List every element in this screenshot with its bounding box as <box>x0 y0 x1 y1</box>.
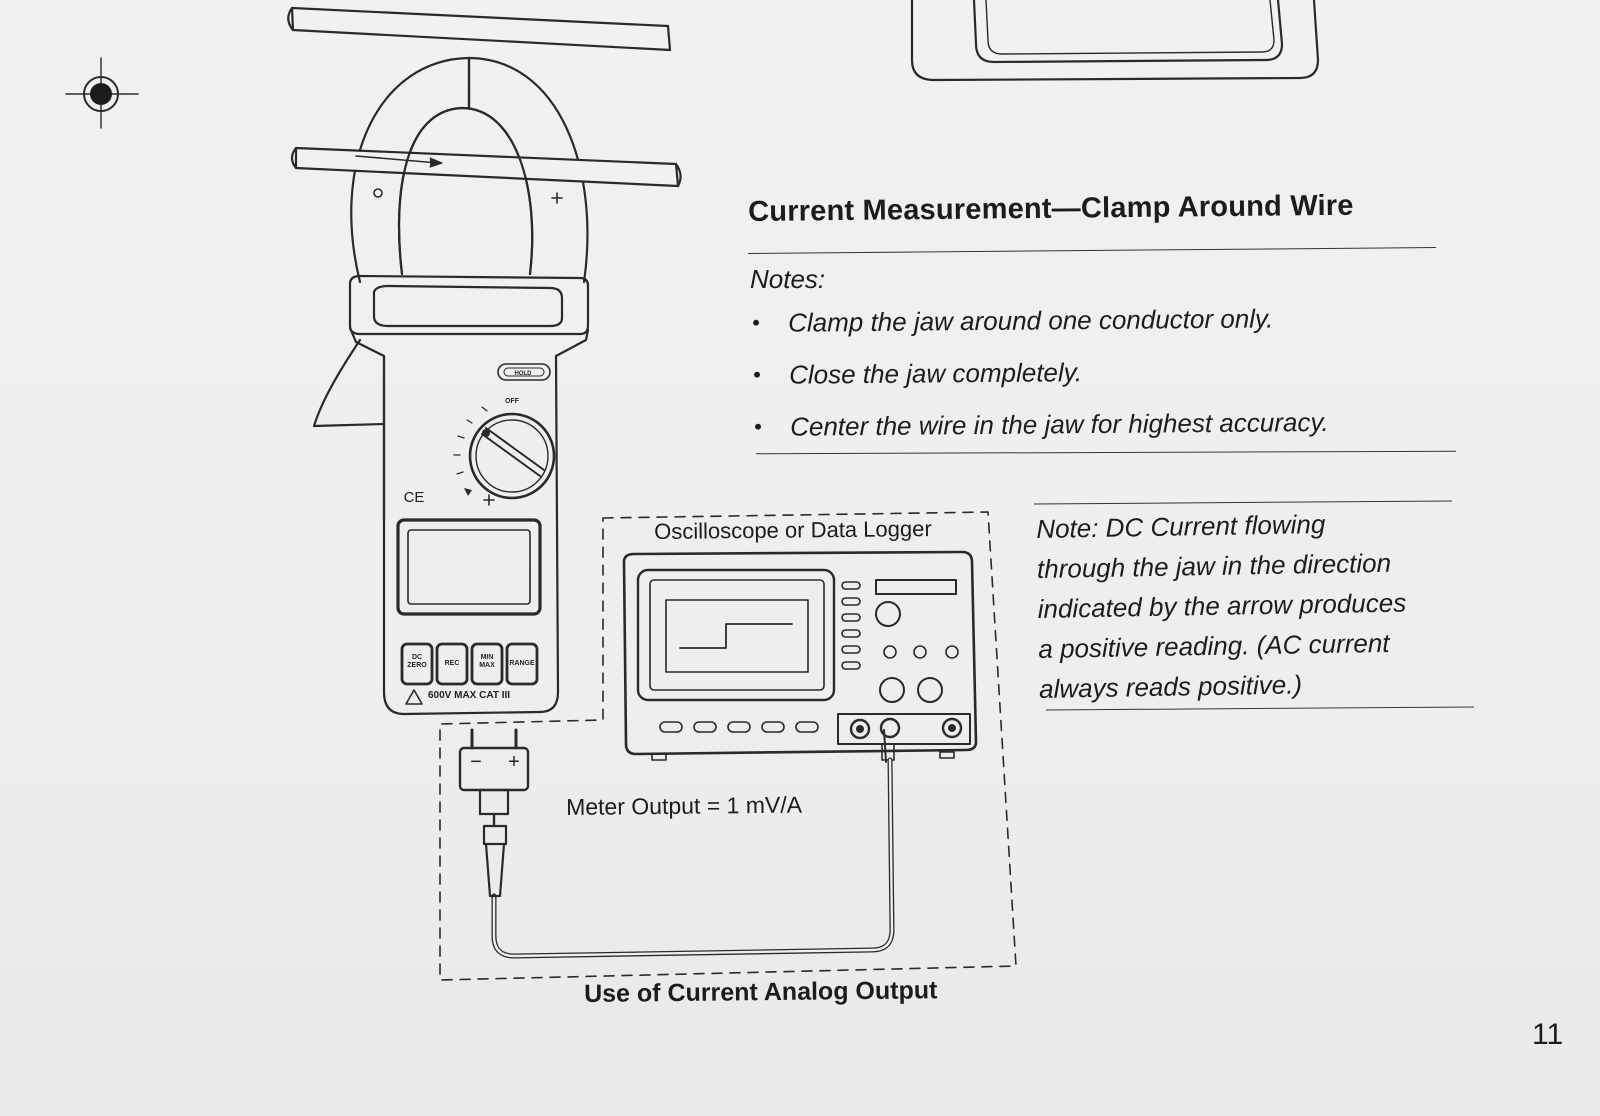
meter-output-label: Meter Output = 1 mV/A <box>566 791 803 820</box>
output-cable <box>491 729 895 959</box>
rotary-dial <box>453 406 556 506</box>
list-item: Clamp the jaw around one conductor only. <box>752 301 1329 358</box>
meter-rating: 600V MAX CAT III <box>428 690 511 701</box>
side-note-line: a positive reading. (AC current <box>1038 627 1390 664</box>
warning-icon <box>405 689 423 705</box>
dashed-frame <box>439 511 1017 981</box>
ce-mark: CE <box>403 489 425 506</box>
meter-display <box>396 518 542 616</box>
top-right-box <box>910 0 1320 82</box>
registration-mark-icon <box>65 57 139 129</box>
trigger-lever <box>312 338 386 428</box>
side-note-line: always reads positive.) <box>1038 669 1303 704</box>
oscilloscope <box>622 550 978 761</box>
banana-plug <box>458 728 530 898</box>
list-item: Close the jaw completely. <box>753 353 1329 410</box>
upper-wire <box>287 6 672 52</box>
meter-button-dc-zero[interactable]: DC ZERO <box>407 654 427 669</box>
instrument-label: Oscilloscope or Data Logger <box>654 516 932 544</box>
meter-buttons <box>400 642 539 686</box>
side-note-line: Note: DC Current flowing <box>1036 508 1326 544</box>
figure-caption: Use of Current Analog Output <box>584 976 938 1008</box>
notes-label: Notes: <box>750 264 826 294</box>
hold-label: HOLD <box>514 371 532 377</box>
meter-body <box>348 274 590 716</box>
side-note-line: indicated by the arrow produces <box>1037 587 1407 624</box>
hold-button <box>497 363 551 381</box>
plug-plus: + <box>508 751 520 773</box>
plug-minus: − <box>470 751 482 773</box>
section-heading: Current Measurement—Clamp Around Wire <box>748 189 1354 228</box>
meter-button-range[interactable]: RANGE <box>509 660 535 667</box>
side-note-line: through the jaw in the direction <box>1036 547 1392 584</box>
notes-list: Clamp the jaw around one conductor only.… <box>752 303 1329 462</box>
meter-button-min-max[interactable]: MIN MAX <box>479 654 495 669</box>
measured-wire <box>290 146 682 188</box>
meter-button-rec[interactable]: REC <box>444 660 460 667</box>
off-label: OFF <box>505 398 519 405</box>
side-note: Note: DC Current flowing through the jaw… <box>1036 506 1408 712</box>
page-number: 11 <box>1532 1018 1564 1051</box>
